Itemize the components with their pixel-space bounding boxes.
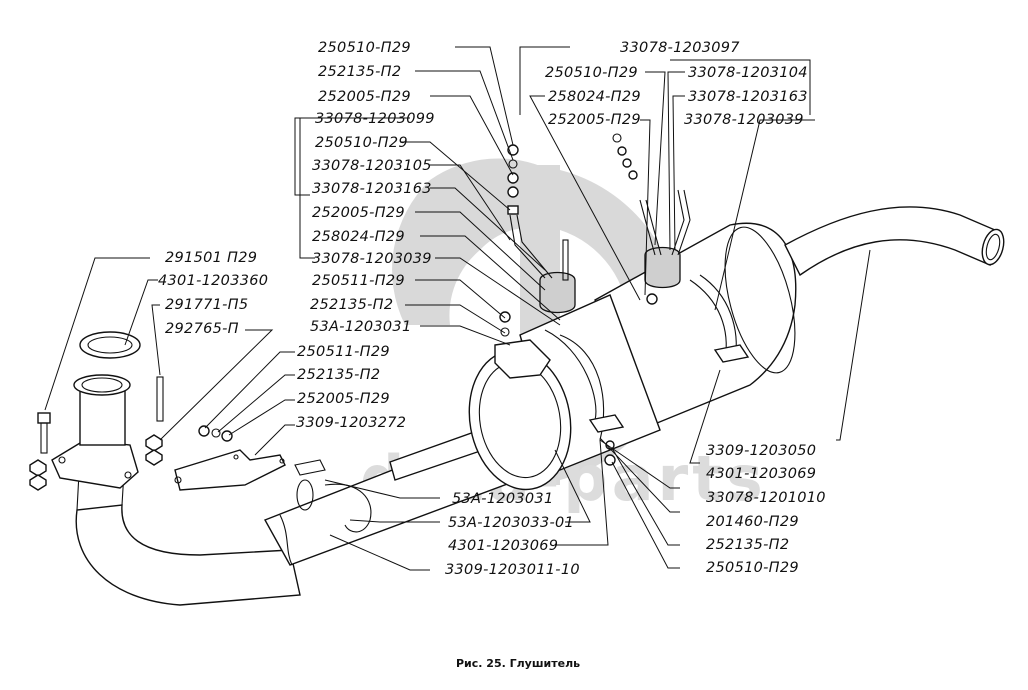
part-label: 252005-П29 bbox=[318, 89, 411, 105]
bolt-left bbox=[29, 412, 51, 491]
labels-bottom-right: 3309-1203050 4301-1203069 33078-1201010 … bbox=[706, 443, 826, 576]
part-label: 53А-1203031 bbox=[452, 491, 553, 507]
nut-washer-set-mid bbox=[198, 425, 233, 442]
labels-top-right: 33078-1203097 250510-П29 258024-П29 2520… bbox=[545, 40, 808, 128]
part-label: 292765-П bbox=[165, 321, 239, 337]
part-label: 250510-П29 bbox=[706, 560, 799, 576]
part-label: 33078-1203163 bbox=[312, 181, 432, 197]
part-label: 4301-1203069 bbox=[448, 538, 558, 554]
part-label: 252005-П29 bbox=[548, 112, 641, 128]
part-label: 33078-1203163 bbox=[688, 89, 808, 105]
part-label: 258024-П29 bbox=[548, 89, 641, 105]
figure-caption: Рис. 25. Глушитель bbox=[456, 657, 580, 670]
part-label: 33078-1201010 bbox=[706, 490, 826, 506]
part-label: 252005-П29 bbox=[297, 391, 390, 407]
part-label: 250511-П29 bbox=[297, 344, 390, 360]
muffler-clamp-strap bbox=[494, 274, 750, 433]
part-label: 252005-П29 bbox=[312, 205, 405, 221]
part-label: 4301-1203069 bbox=[706, 466, 816, 482]
part-label: 33078-1203039 bbox=[684, 112, 804, 128]
rubber-hanger-left bbox=[509, 214, 576, 314]
labels-bottom-center: 53А-1203031 53А-1203033-01 4301-1203069 … bbox=[445, 491, 580, 578]
labels-mid-left: 250511-П29 252135-П2 252005-П29 3309-120… bbox=[296, 344, 406, 431]
part-label: 252135-П2 bbox=[310, 297, 393, 313]
part-label: 252135-П2 bbox=[706, 537, 789, 553]
part-label: 53А-1203033-01 bbox=[448, 515, 574, 531]
part-label: 33078-1203039 bbox=[312, 251, 432, 267]
part-label: 4301-1203360 bbox=[158, 273, 268, 289]
bracket-3309-1203272 bbox=[174, 449, 286, 491]
part-label: 53А-1203031 bbox=[310, 319, 411, 335]
front-pipe-assembly bbox=[51, 374, 301, 606]
part-label: 250510-П29 bbox=[545, 65, 638, 81]
part-label: 291771-П5 bbox=[165, 297, 248, 313]
labels-left: 291501 П29 4301-1203360 291771-П5 292765… bbox=[158, 250, 268, 337]
part-label: 291501 П29 bbox=[165, 250, 257, 266]
labels-top-left: 250510-П29 252135-П2 252005-П29 33078-12… bbox=[310, 40, 435, 335]
part-label: 252135-П2 bbox=[318, 64, 401, 80]
part-label: 201460-П29 bbox=[706, 514, 799, 530]
leader-lines bbox=[44, 46, 871, 571]
part-label: 250510-П29 bbox=[318, 40, 411, 56]
part-label: 33078-1203104 bbox=[688, 65, 808, 81]
part-label: 3309-1203272 bbox=[296, 415, 406, 431]
part-label: 252135-П2 bbox=[297, 367, 380, 383]
part-label: 33078-1203105 bbox=[312, 158, 432, 174]
group-label: 33078-1203097 bbox=[620, 40, 740, 56]
part-label: 3309-1203011-10 bbox=[445, 562, 580, 578]
tail-pipe bbox=[784, 206, 1005, 277]
gasket-ring bbox=[79, 331, 141, 359]
group-label: 33078-1203099 bbox=[315, 111, 435, 127]
rubber-hanger-right bbox=[639, 189, 691, 289]
part-label: 3309-1203050 bbox=[706, 443, 816, 459]
part-label: 250511-П29 bbox=[312, 273, 405, 289]
stud bbox=[145, 376, 164, 466]
part-label: 258024-П29 bbox=[312, 229, 405, 245]
part-label: 250510-П29 bbox=[315, 135, 408, 151]
